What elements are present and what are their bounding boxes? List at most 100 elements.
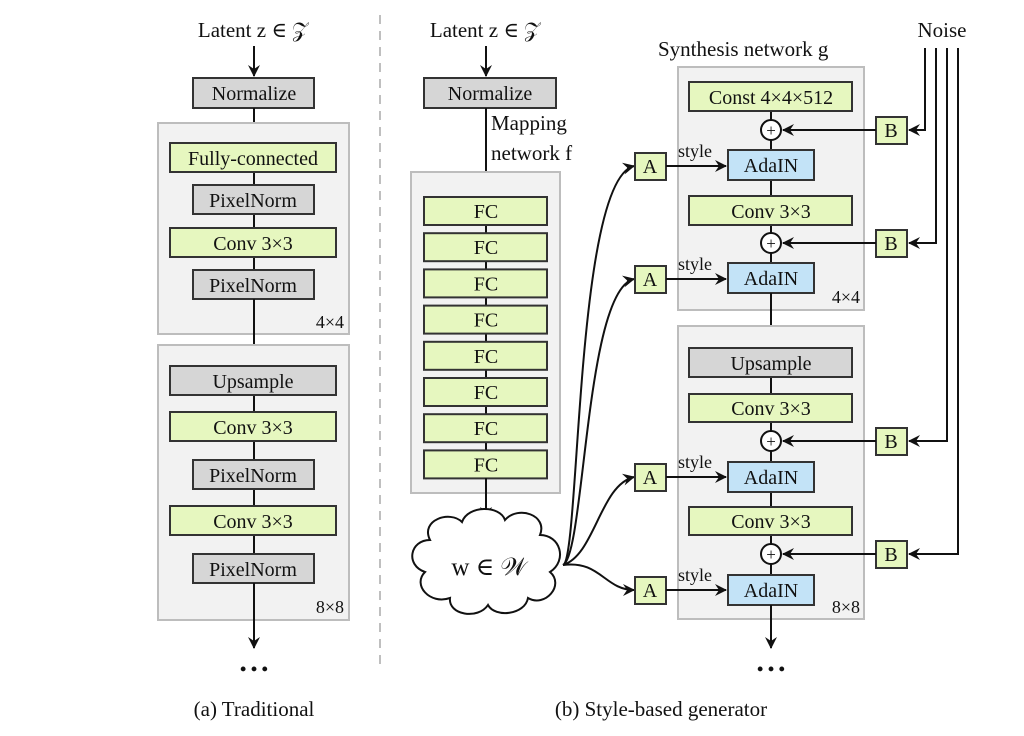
layer-label: AdaIN [744,467,798,489]
style-connector [562,275,635,566]
layer-label: Upsample [212,371,293,393]
fc-layer-block [423,304,548,335]
plus-icon: + [766,234,776,253]
pixelnorm-block [192,459,315,490]
noise-label: Noise [918,18,967,42]
layer-label: Conv 3×3 [213,417,293,439]
normalize-block [423,77,557,109]
upsample-block [688,347,853,378]
layer-label: Upsample [730,353,811,375]
layer-label: Const 4×4×512 [709,87,833,109]
resolution-label: 8×8 [832,597,860,617]
synthesis-network-label: Synthesis network g [658,37,829,61]
conv-block [169,411,337,442]
style-label: style [678,141,712,161]
add-noise-node [760,430,782,452]
fully-connected-block [169,142,337,173]
normalize-label: Normalize [448,83,533,105]
fc-layer-block [423,196,548,226]
plus-icon: + [766,545,776,564]
fc-layer-label: FC [474,454,498,476]
style-connector [562,563,635,596]
style-label: style [678,452,712,472]
fc-layer-block [423,232,548,263]
pixelnorm-block [192,184,315,215]
layer-label: PixelNorm [209,275,297,297]
style-label: style [678,565,712,585]
fc-layer-label: FC [474,382,498,404]
style-based-network: Latent z ∈ 𝒵 Normalize Mapping network f… [410,18,967,721]
affine-label: A [643,269,658,291]
add-noise-node [760,119,782,141]
const-input-block [688,81,853,112]
fc-layer-label: FC [474,418,498,440]
fc-layer-block [423,340,548,371]
style-label: style [678,254,712,274]
resolution-label: 8×8 [316,597,344,617]
pixelnorm-block [192,553,315,584]
continuation-dots: • • • [240,659,268,679]
noise-scale-label: B [884,120,897,142]
noise-scale-label: B [884,431,897,453]
mapping-label-line2: network f [491,141,572,165]
layer-label: PixelNorm [209,559,297,581]
normalize-label: Normalize [212,83,297,105]
fc-layer-block [423,449,548,480]
plus-icon: + [766,121,776,140]
fc-layer-block [423,413,548,444]
mapping-label-line1: Mapping [491,111,567,135]
resolution-label: 4×4 [316,312,344,332]
upsample-block [169,365,337,396]
add-noise-node [760,543,782,565]
caption-traditional: (a) Traditional [194,697,315,721]
fc-layer-block [423,377,548,407]
noise-line [908,48,937,249]
noise-scale-label: B [884,233,897,255]
layer-label: AdaIN [744,580,798,602]
add-noise-node [760,232,782,254]
noise-scale-b [875,116,908,145]
adain-block [727,461,815,493]
conv-block [169,505,337,536]
fc-layer-label: FC [474,201,498,223]
fc-layer-block [423,268,548,299]
fc-layer-label: FC [474,237,498,259]
affine-label: A [643,156,658,178]
noise-line [908,48,948,447]
noise-line [908,48,926,136]
fc-layer-label: FC [474,273,498,295]
caption-style-based: (b) Style-based generator [555,697,767,721]
style-latent-label: Latent z ∈ 𝒵 [430,18,541,42]
fc-stack: FC FC FC FC FC FC FC FC [423,196,548,480]
affine-label: A [643,580,658,602]
pixelnorm-block [192,269,315,300]
continuation-dots: • • • [757,659,785,679]
layer-label: Conv 3×3 [213,233,293,255]
conv-block [688,393,853,423]
fc-layer-label: FC [474,346,498,368]
layer-label: AdaIN [744,155,798,177]
w-latent-cloud [411,508,561,615]
traditional-network: Latent z ∈ 𝒵 Normalize Fully-connected P… [157,18,350,721]
noise-line [908,48,959,560]
style-connector [562,162,635,566]
layer-label: Conv 3×3 [213,511,293,533]
layer-label: PixelNorm [209,465,297,487]
fc-layer-label: FC [474,310,498,332]
traditional-latent-label: Latent z ∈ 𝒵 [198,18,309,42]
layer-label: Conv 3×3 [731,398,811,420]
conv-block [688,195,853,226]
noise-scale-b [875,540,908,569]
conv-block [169,227,337,258]
layer-label: Fully-connected [188,148,318,170]
resolution-label: 4×4 [832,287,860,307]
layer-label: Conv 3×3 [731,511,811,533]
w-latent-label: w ∈ 𝒲 [451,554,528,581]
adain-block [727,149,815,181]
noise-scale-label: B [884,544,897,566]
affine-label: A [643,467,658,489]
plus-icon: + [766,432,776,451]
layer-label: Conv 3×3 [731,201,811,223]
